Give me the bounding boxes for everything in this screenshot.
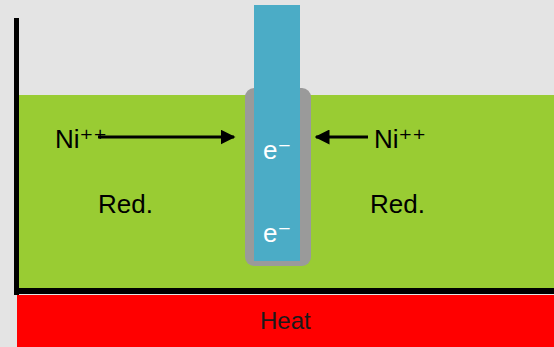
node-text: Heat [260,309,311,333]
heat-band: Heat [17,295,554,347]
ion-label: Ni⁺⁺ [55,126,107,152]
reduction-label: Red. [370,191,425,217]
ion-label: Ni⁺⁺ [374,126,426,152]
electrode: e⁻ e⁻ [254,5,300,261]
reduction-label: Red. [98,191,153,217]
node-text: e⁻ [263,137,291,163]
ion-arrow [316,136,368,139]
node-text: e⁻ [263,220,291,246]
ion-arrow [98,136,234,139]
tank-wall [14,18,19,295]
tank-bottom [14,288,554,294]
